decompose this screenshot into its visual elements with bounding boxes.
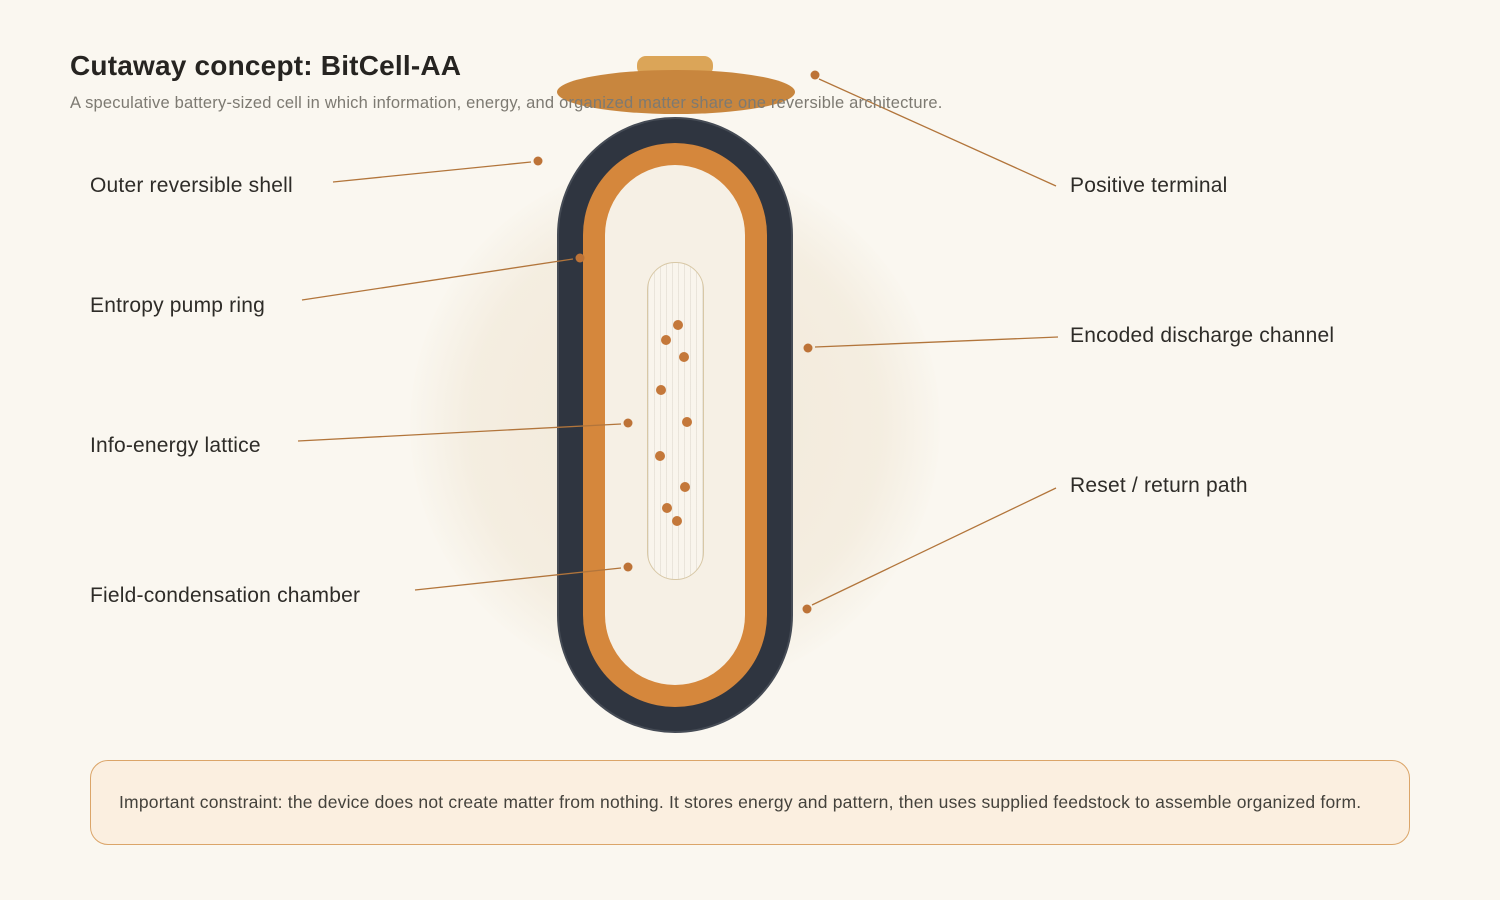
lattice-dot [682,417,692,427]
label-field-condensation-chamber: Field-condensation chamber [90,584,361,607]
leader-outer-reversible-shell [332,156,543,183]
lattice-dot [673,320,683,330]
lattice-dot [680,482,690,492]
label-encoded-discharge-channel: Encoded discharge channel [1070,324,1335,347]
label-info-energy-lattice: Info-energy lattice [90,434,261,457]
lattice-dot [655,451,665,461]
lattice-dot [672,516,682,526]
lattice-dot [661,335,671,345]
label-reset-return-path: Reset / return path [1070,474,1248,497]
lattice-dot [656,385,666,395]
lattice-dot [662,503,672,513]
constraint-note-text: Important constraint: the device does no… [119,792,1362,812]
page-subtitle: A speculative battery-sized cell in whic… [70,94,943,112]
label-positive-terminal: Positive terminal [1070,174,1228,197]
leader-positive-terminal [810,70,1057,187]
positive-terminal [557,70,795,114]
label-outer-reversible-shell: Outer reversible shell [90,174,293,197]
page-title: Cutaway concept: BitCell-AA [70,50,462,81]
lattice-dot [679,352,689,362]
label-entropy-pump-ring: Entropy pump ring [90,294,265,317]
info-energy-lattice [647,262,704,580]
constraint-note: Important constraint: the device does no… [90,760,1410,845]
